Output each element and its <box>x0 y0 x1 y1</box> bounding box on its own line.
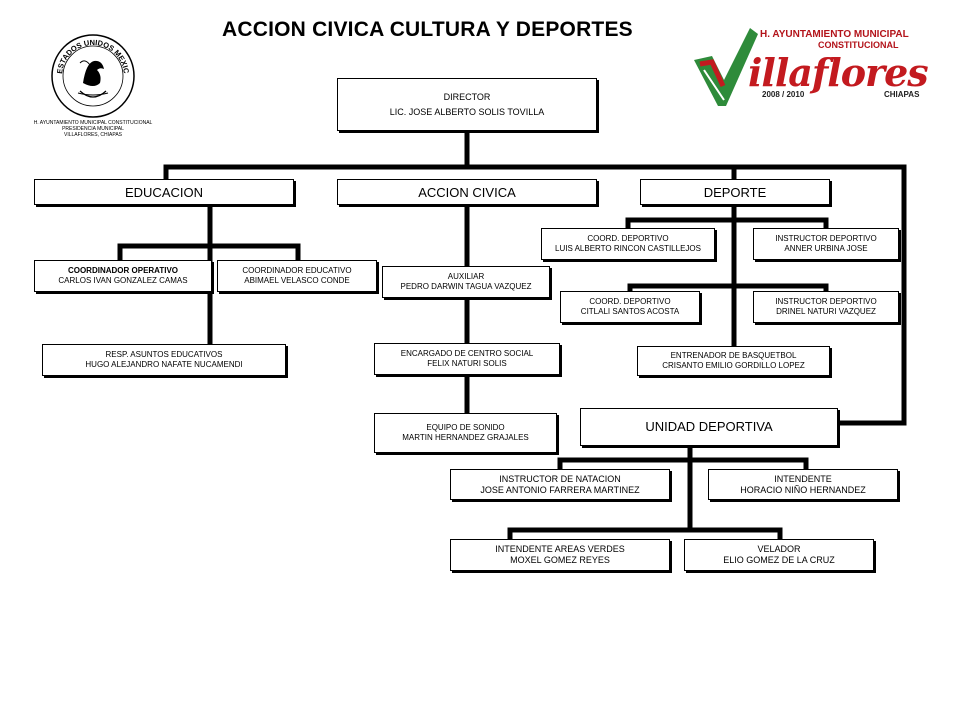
node-auxiliar: AUXILIAR PEDRO DARWIN TAGUA VAZQUEZ <box>382 266 550 298</box>
seal-caption-line: PRESIDENCIA MUNICIPAL <box>62 126 124 132</box>
seal-caption-line: VILLAFLORES, CHIAPAS <box>64 132 122 138</box>
seal-caption-line: H. AYUNTAMIENTO MUNICIPAL CONSTITUCIONAL <box>33 120 153 126</box>
node-instructor-1: INSTRUCTOR DEPORTIVO ANNER URBINA JOSE <box>753 228 899 260</box>
node-name: DRINEL NATURI VAZQUEZ <box>776 307 876 316</box>
node-title: DEPORTE <box>703 184 767 200</box>
node-title: EQUIPO DE SONIDO <box>426 423 505 432</box>
node-title: COORD. DEPORTIVO <box>589 297 671 306</box>
logo-line1: H. AYUNTAMIENTO MUNICIPAL <box>760 29 909 40</box>
node-name: FELIX NATURI SOLIS <box>427 359 507 368</box>
node-title: VELADOR <box>757 544 801 554</box>
node-director: DIRECTOR LIC. JOSE ALBERTO SOLIS TOVILLA <box>337 78 597 131</box>
node-name: CRISANTO EMILIO GORDILLO LOPEZ <box>662 361 805 370</box>
node-educacion: EDUCACION <box>34 179 294 205</box>
node-name: ANNER URBINA JOSE <box>784 244 868 253</box>
node-coord-operativo: COORDINADOR OPERATIVO CARLOS IVAN GONZAL… <box>34 260 212 292</box>
page-title: ACCION CIVICA CULTURA Y DEPORTES <box>222 18 633 41</box>
node-name: JOSE ANTONIO FARRERA MARTINEZ <box>480 484 640 495</box>
node-intendente-areas: INTENDENTE AREAS VERDES MOXEL GOMEZ REYE… <box>450 539 670 571</box>
node-name: CITLALI SANTOS ACOSTA <box>580 307 680 316</box>
node-title: INSTRUCTOR DEPORTIVO <box>775 234 877 243</box>
node-entrenador: ENTRENADOR DE BASQUETBOL CRISANTO EMILIO… <box>637 346 830 376</box>
node-title: AUXILIAR <box>447 272 485 281</box>
node-name: LIC. JOSE ALBERTO SOLIS TOVILLA <box>389 106 545 117</box>
node-intendente: INTENDENTE HORACIO NIÑO HERNANDEZ <box>708 469 898 500</box>
node-name: CARLOS IVAN GONZALEZ CAMAS <box>58 276 188 285</box>
logo-line2: CONSTITUCIONAL <box>818 40 899 50</box>
node-equipo-sonido: EQUIPO DE SONIDO MARTIN HERNANDEZ GRAJAL… <box>374 413 557 453</box>
node-title: INSTRUCTOR DEPORTIVO <box>775 297 877 306</box>
node-resp-asuntos: RESP. ASUNTOS EDUCATIVOS HUGO ALEJANDRO … <box>42 344 286 376</box>
node-name: MARTIN HERNANDEZ GRAJALES <box>402 433 529 442</box>
node-coord-educativo: COORDINADOR EDUCATIVO ABIMAEL VELASCO CO… <box>217 260 377 292</box>
node-name: MOXEL GOMEZ REYES <box>510 555 610 565</box>
node-title: COORD. DEPORTIVO <box>587 234 669 243</box>
node-instructor-2: INSTRUCTOR DEPORTIVO DRINEL NATURI VAZQU… <box>753 291 899 323</box>
node-title: INSTRUCTOR DE NATACION <box>499 473 621 484</box>
checkmark-v-icon <box>694 28 758 106</box>
node-name: HORACIO NIÑO HERNANDEZ <box>740 484 866 495</box>
node-name: LUIS ALBERTO RINCON CASTILLEJOS <box>555 244 701 253</box>
node-coord-deportivo-1: COORD. DEPORTIVO LUIS ALBERTO RINCON CAS… <box>541 228 715 260</box>
node-deporte: DEPORTE <box>640 179 830 205</box>
node-title: RESP. ASUNTOS EDUCATIVOS <box>105 350 223 359</box>
node-title: COORDINADOR EDUCATIVO <box>242 266 352 275</box>
node-title: ACCION CIVICA <box>418 184 516 200</box>
node-title: COORDINADOR OPERATIVO <box>67 266 179 275</box>
node-encargado-centro: ENCARGADO DE CENTRO SOCIAL FELIX NATURI … <box>374 343 560 375</box>
logo-wordmark: illaflores <box>748 50 929 95</box>
node-title: EDUCACION <box>124 184 203 200</box>
node-name: HUGO ALEJANDRO NAFATE NUCAMENDI <box>85 360 243 369</box>
node-instructor-natacion: INSTRUCTOR DE NATACION JOSE ANTONIO FARR… <box>450 469 670 500</box>
node-accion-civica: ACCION CIVICA <box>337 179 597 205</box>
node-velador: VELADOR ELIO GOMEZ DE LA CRUZ <box>684 539 874 571</box>
node-unidad-deportiva: UNIDAD DEPORTIVA <box>580 408 838 446</box>
node-title: UNIDAD DEPORTIVA <box>645 419 773 434</box>
villaflores-logo: H. AYUNTAMIENTO MUNICIPAL CONSTITUCIONAL… <box>690 20 942 110</box>
node-coord-deportivo-2: COORD. DEPORTIVO CITLALI SANTOS ACOSTA <box>560 291 700 323</box>
node-title: DIRECTOR <box>443 91 491 102</box>
logo-years: 2008 / 2010 <box>762 90 805 99</box>
logo-state: CHIAPAS <box>884 90 920 99</box>
seal-caption: H. AYUNTAMIENTO MUNICIPAL CONSTITUCIONAL… <box>12 120 174 138</box>
node-title: ENCARGADO DE CENTRO SOCIAL <box>400 349 534 358</box>
node-name: ABIMAEL VELASCO CONDE <box>244 276 350 285</box>
node-title: INTENDENTE <box>774 473 832 484</box>
node-name: ELIO GOMEZ DE LA CRUZ <box>723 555 835 565</box>
node-title: INTENDENTE AREAS VERDES <box>495 544 625 554</box>
node-name: PEDRO DARWIN TAGUA VAZQUEZ <box>400 282 532 291</box>
coat-of-arms-seal: ESTADOS UNIDOS MEXICANOS <box>50 33 135 118</box>
node-title: ENTRENADOR DE BASQUETBOL <box>670 351 797 360</box>
